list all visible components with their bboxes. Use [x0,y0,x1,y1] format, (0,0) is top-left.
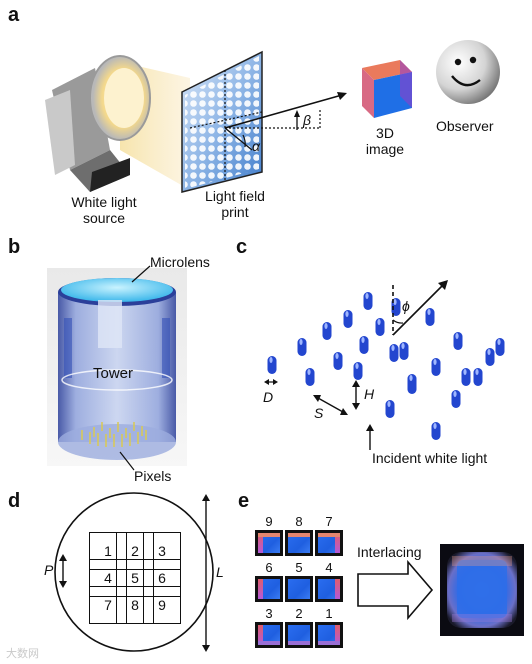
grid-cell-8: 8 [116,586,154,624]
watermark: 大数网 [6,648,39,660]
grid-cell-7: 7 [89,586,127,624]
microlens-label: Microlens [150,254,210,270]
nanopillar-highlight [463,369,467,375]
grid-cell-5: 5 [116,559,154,597]
nanopillar-highlight [345,311,349,317]
tile-number-5: 5 [295,560,303,575]
view-tile-8 [285,530,313,556]
grid-cell-6: 6 [143,559,181,597]
grid-cell-2: 2 [116,532,154,570]
panel-a-letter: a [8,4,20,26]
3d-image-label: 3D image [365,125,405,157]
view-tile-9 [255,530,283,556]
grid-cell-4: 4 [89,559,127,597]
view-tile-2 [285,622,313,648]
alpha-label: α [252,138,260,154]
panel-e-letter: e [238,490,250,512]
nanopillar-highlight [377,319,381,325]
tile-number-6: 6 [265,560,273,575]
white-light-source-label: White light source [71,194,137,226]
nanopillar-highlight [475,369,479,375]
tile-number-4: 4 [325,560,333,575]
microlens [61,278,173,302]
S-label: S [314,405,324,421]
tile-number-2: 2 [295,606,303,621]
pixels-label: Pixels [134,468,172,484]
phi-label: ϕ [402,298,410,314]
grid-cell-9: 9 [143,586,181,624]
view-tile-4 [315,576,343,602]
panel-b-letter: b [8,236,21,258]
nanopillar-highlight [365,293,369,299]
interlacing-label: Interlacing [357,544,422,560]
tile-number-8: 8 [295,514,303,529]
nanopillar-highlight [453,391,457,397]
observer-label: Observer [436,118,494,134]
nanopillar-highlight [409,375,413,381]
tile-number-9: 9 [265,514,273,529]
view-tile-3 [255,622,283,648]
nanopillar-highlight [307,369,311,375]
incident-white-light-label: Incident white light [372,450,488,466]
grid-cell-3: 3 [143,532,181,570]
nanopillar-highlight [387,401,391,407]
nanopillar-highlight [269,357,273,363]
panel-c-letter: c [236,236,248,258]
nanopillar-highlight [361,337,365,343]
nanopillar-highlight [401,343,405,349]
nanopillar-highlight [335,353,339,359]
view-tile-1 [315,622,343,648]
tile-number-3: 3 [265,606,273,621]
view-tile-5 [285,576,313,602]
tower-label: Tower [93,365,134,382]
beta-label: β [303,112,311,128]
cube-3d [362,60,412,80]
nanopillar-highlight [355,363,359,369]
tile-number-1: 1 [325,606,333,621]
grid-cell-1: 1 [89,532,127,570]
nanopillar-highlight [433,359,437,365]
nanopillar-highlight [299,339,303,345]
nanopillar-highlight [433,423,437,429]
P-label: P [44,562,54,578]
observer-face [436,40,500,104]
view-tile-6 [255,576,283,602]
nanopillar-highlight [393,299,397,305]
H-label: H [364,386,375,402]
L-label: L [216,564,224,580]
panel-d-letter: d [8,490,21,512]
D-label: D [263,389,274,405]
nanopillar-highlight [455,333,459,339]
nanopillar-highlight [427,309,431,315]
nanopillar-highlight [487,349,491,355]
interlacing-arrow [357,559,434,621]
pixel-array [81,422,147,447]
nanopillar-highlight [497,339,501,345]
nanopillar-highlight [324,323,328,329]
tile-number-7: 7 [325,514,333,529]
light-field-print-label: Light field print [205,188,265,220]
lens-outline-circle [54,492,214,652]
view-tile-7 [315,530,343,556]
nanopillar-highlight [391,345,395,351]
